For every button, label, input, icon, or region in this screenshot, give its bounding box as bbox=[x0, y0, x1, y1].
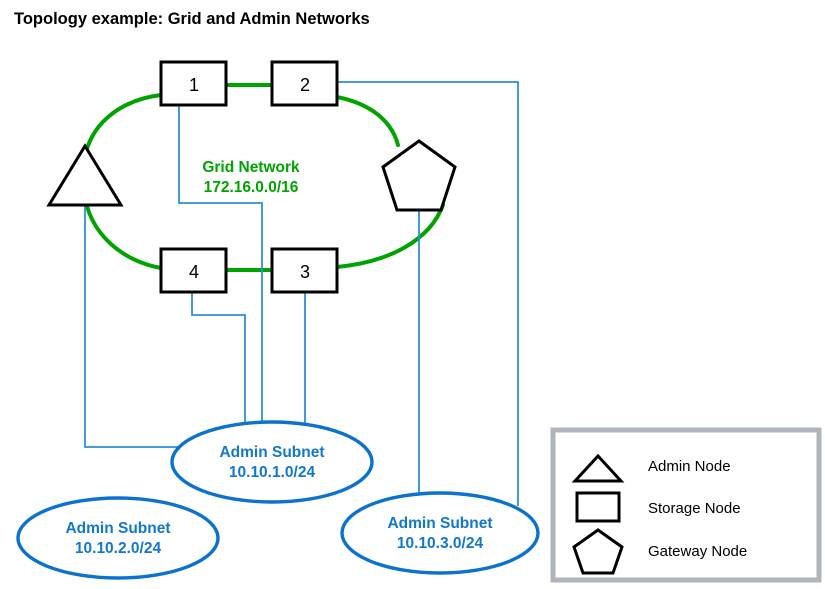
storage-node-3-shape bbox=[270, 247, 339, 294]
legend-label-storage-node: Storage Node bbox=[648, 500, 741, 517]
storage-node-1-label: 1 bbox=[189, 75, 199, 95]
storage-node-4-label: 4 bbox=[189, 262, 199, 282]
storage-node-2-shape bbox=[270, 60, 339, 107]
link-node1-to-subnet-1 bbox=[178, 105, 263, 430]
admin-subnet-2-name: Admin Subnet bbox=[65, 520, 170, 537]
admin-subnet-3-cidr: 10.10.3.0/24 bbox=[397, 535, 484, 552]
admin-subnet-3-shape bbox=[340, 491, 540, 575]
grid-edge-node1-admin bbox=[82, 93, 163, 167]
link-node4-to-subnet-1 bbox=[191, 292, 246, 433]
admin-subnet-3-name: Admin Subnet bbox=[387, 515, 492, 532]
grid-edge-gateway-node3 bbox=[335, 203, 445, 269]
admin-subnet-3[interactable]: Admin Subnet 10.10.3.0/24 bbox=[340, 491, 540, 575]
admin-network-links bbox=[84, 81, 519, 506]
grid-edge-node2-gateway bbox=[335, 95, 400, 147]
link-admin-node-to-subnet-1 bbox=[84, 205, 180, 448]
gateway-node-pentagon-shape bbox=[381, 139, 457, 212]
storage-node-4[interactable]: 4 bbox=[159, 247, 228, 294]
storage-node-3[interactable]: 3 bbox=[270, 247, 339, 294]
legend-label-admin-node: Admin Node bbox=[648, 458, 731, 475]
admin-subnet-1-shape bbox=[170, 420, 374, 504]
admin-node-triangle-shape bbox=[46, 143, 124, 207]
page-title: Topology example: Grid and Admin Network… bbox=[14, 10, 370, 28]
grid-network-cidr: 172.16.0.0/16 bbox=[204, 179, 299, 196]
legend-triangle-icon bbox=[571, 453, 625, 483]
admin-subnet-1[interactable]: Admin Subnet 10.10.1.0/24 bbox=[170, 420, 374, 504]
admin-node[interactable] bbox=[46, 143, 124, 207]
admin-subnet-2[interactable]: Admin Subnet 10.10.2.0/24 bbox=[16, 496, 220, 580]
legend-rectangle-icon bbox=[575, 491, 621, 523]
link-node2-to-subnet-3 bbox=[337, 81, 519, 506]
grid-network-label: Grid Network 172.16.0.0/16 bbox=[202, 159, 300, 196]
admin-subnet-1-name: Admin Subnet bbox=[219, 444, 324, 461]
storage-node-2[interactable]: 2 bbox=[270, 60, 339, 107]
storage-node-3-label: 3 bbox=[300, 262, 310, 282]
legend: Admin Node Storage Node Gateway Node bbox=[550, 427, 822, 583]
admin-subnet-1-cidr: 10.10.1.0/24 bbox=[229, 464, 316, 481]
admin-subnet-2-cidr: 10.10.2.0/24 bbox=[75, 540, 162, 557]
gateway-node[interactable] bbox=[381, 139, 457, 212]
admin-subnet-2-shape bbox=[16, 496, 220, 580]
storage-node-1[interactable]: 1 bbox=[159, 60, 228, 107]
storage-node-4-shape bbox=[159, 247, 228, 294]
legend-label-gateway-node: Gateway Node bbox=[648, 543, 747, 560]
storage-node-1-shape bbox=[159, 60, 228, 107]
grid-network-name: Grid Network bbox=[202, 159, 300, 176]
legend-pentagon-icon bbox=[572, 528, 624, 575]
storage-node-2-label: 2 bbox=[300, 75, 310, 95]
